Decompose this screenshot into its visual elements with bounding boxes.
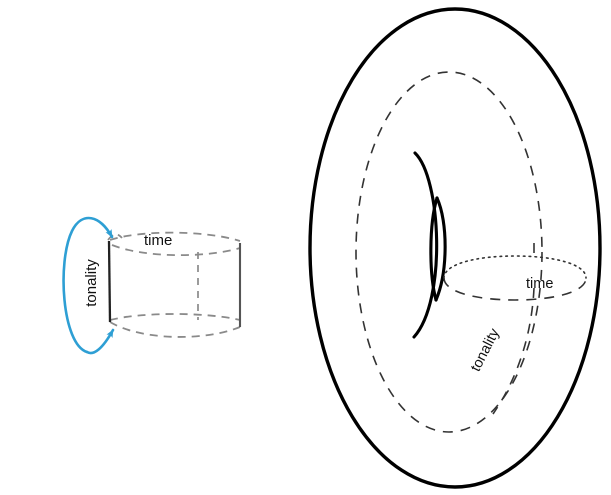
torus-time-circle-front [443, 277, 587, 301]
torus-time-label: time [526, 276, 553, 292]
cylinder-top-front-arc [111, 244, 241, 257]
cylinder-panel: time tonality [62, 216, 242, 355]
cylinder-left-edge [107, 240, 112, 323]
torus-panel: time tonality [308, 7, 602, 489]
cylinder-tonality-label: tonality [83, 259, 100, 307]
cylinder-top-arc [109, 231, 241, 242]
torus-outer-outline [308, 7, 602, 489]
cylinder-bottom-back-arc [109, 313, 241, 321]
torus-tonality-label: tonality [468, 325, 503, 374]
cylinder-bottom-front-arc [109, 321, 241, 338]
cylinder-time-label: time [144, 232, 172, 249]
tonality-loop-arrow-top [62, 216, 114, 354]
cylinder-left-rim-back-arc [107, 233, 123, 241]
torus-hole-lens-left [429, 196, 439, 302]
torus-hole-crescent [412, 151, 439, 339]
tonality-loop-arrow-bottom [85, 328, 115, 355]
torus-inner-ring [355, 71, 543, 433]
torus-tonality-meridian-lower [492, 287, 535, 415]
torus-time-circle-back [443, 255, 587, 279]
torus-hole-lens-right [434, 196, 447, 302]
